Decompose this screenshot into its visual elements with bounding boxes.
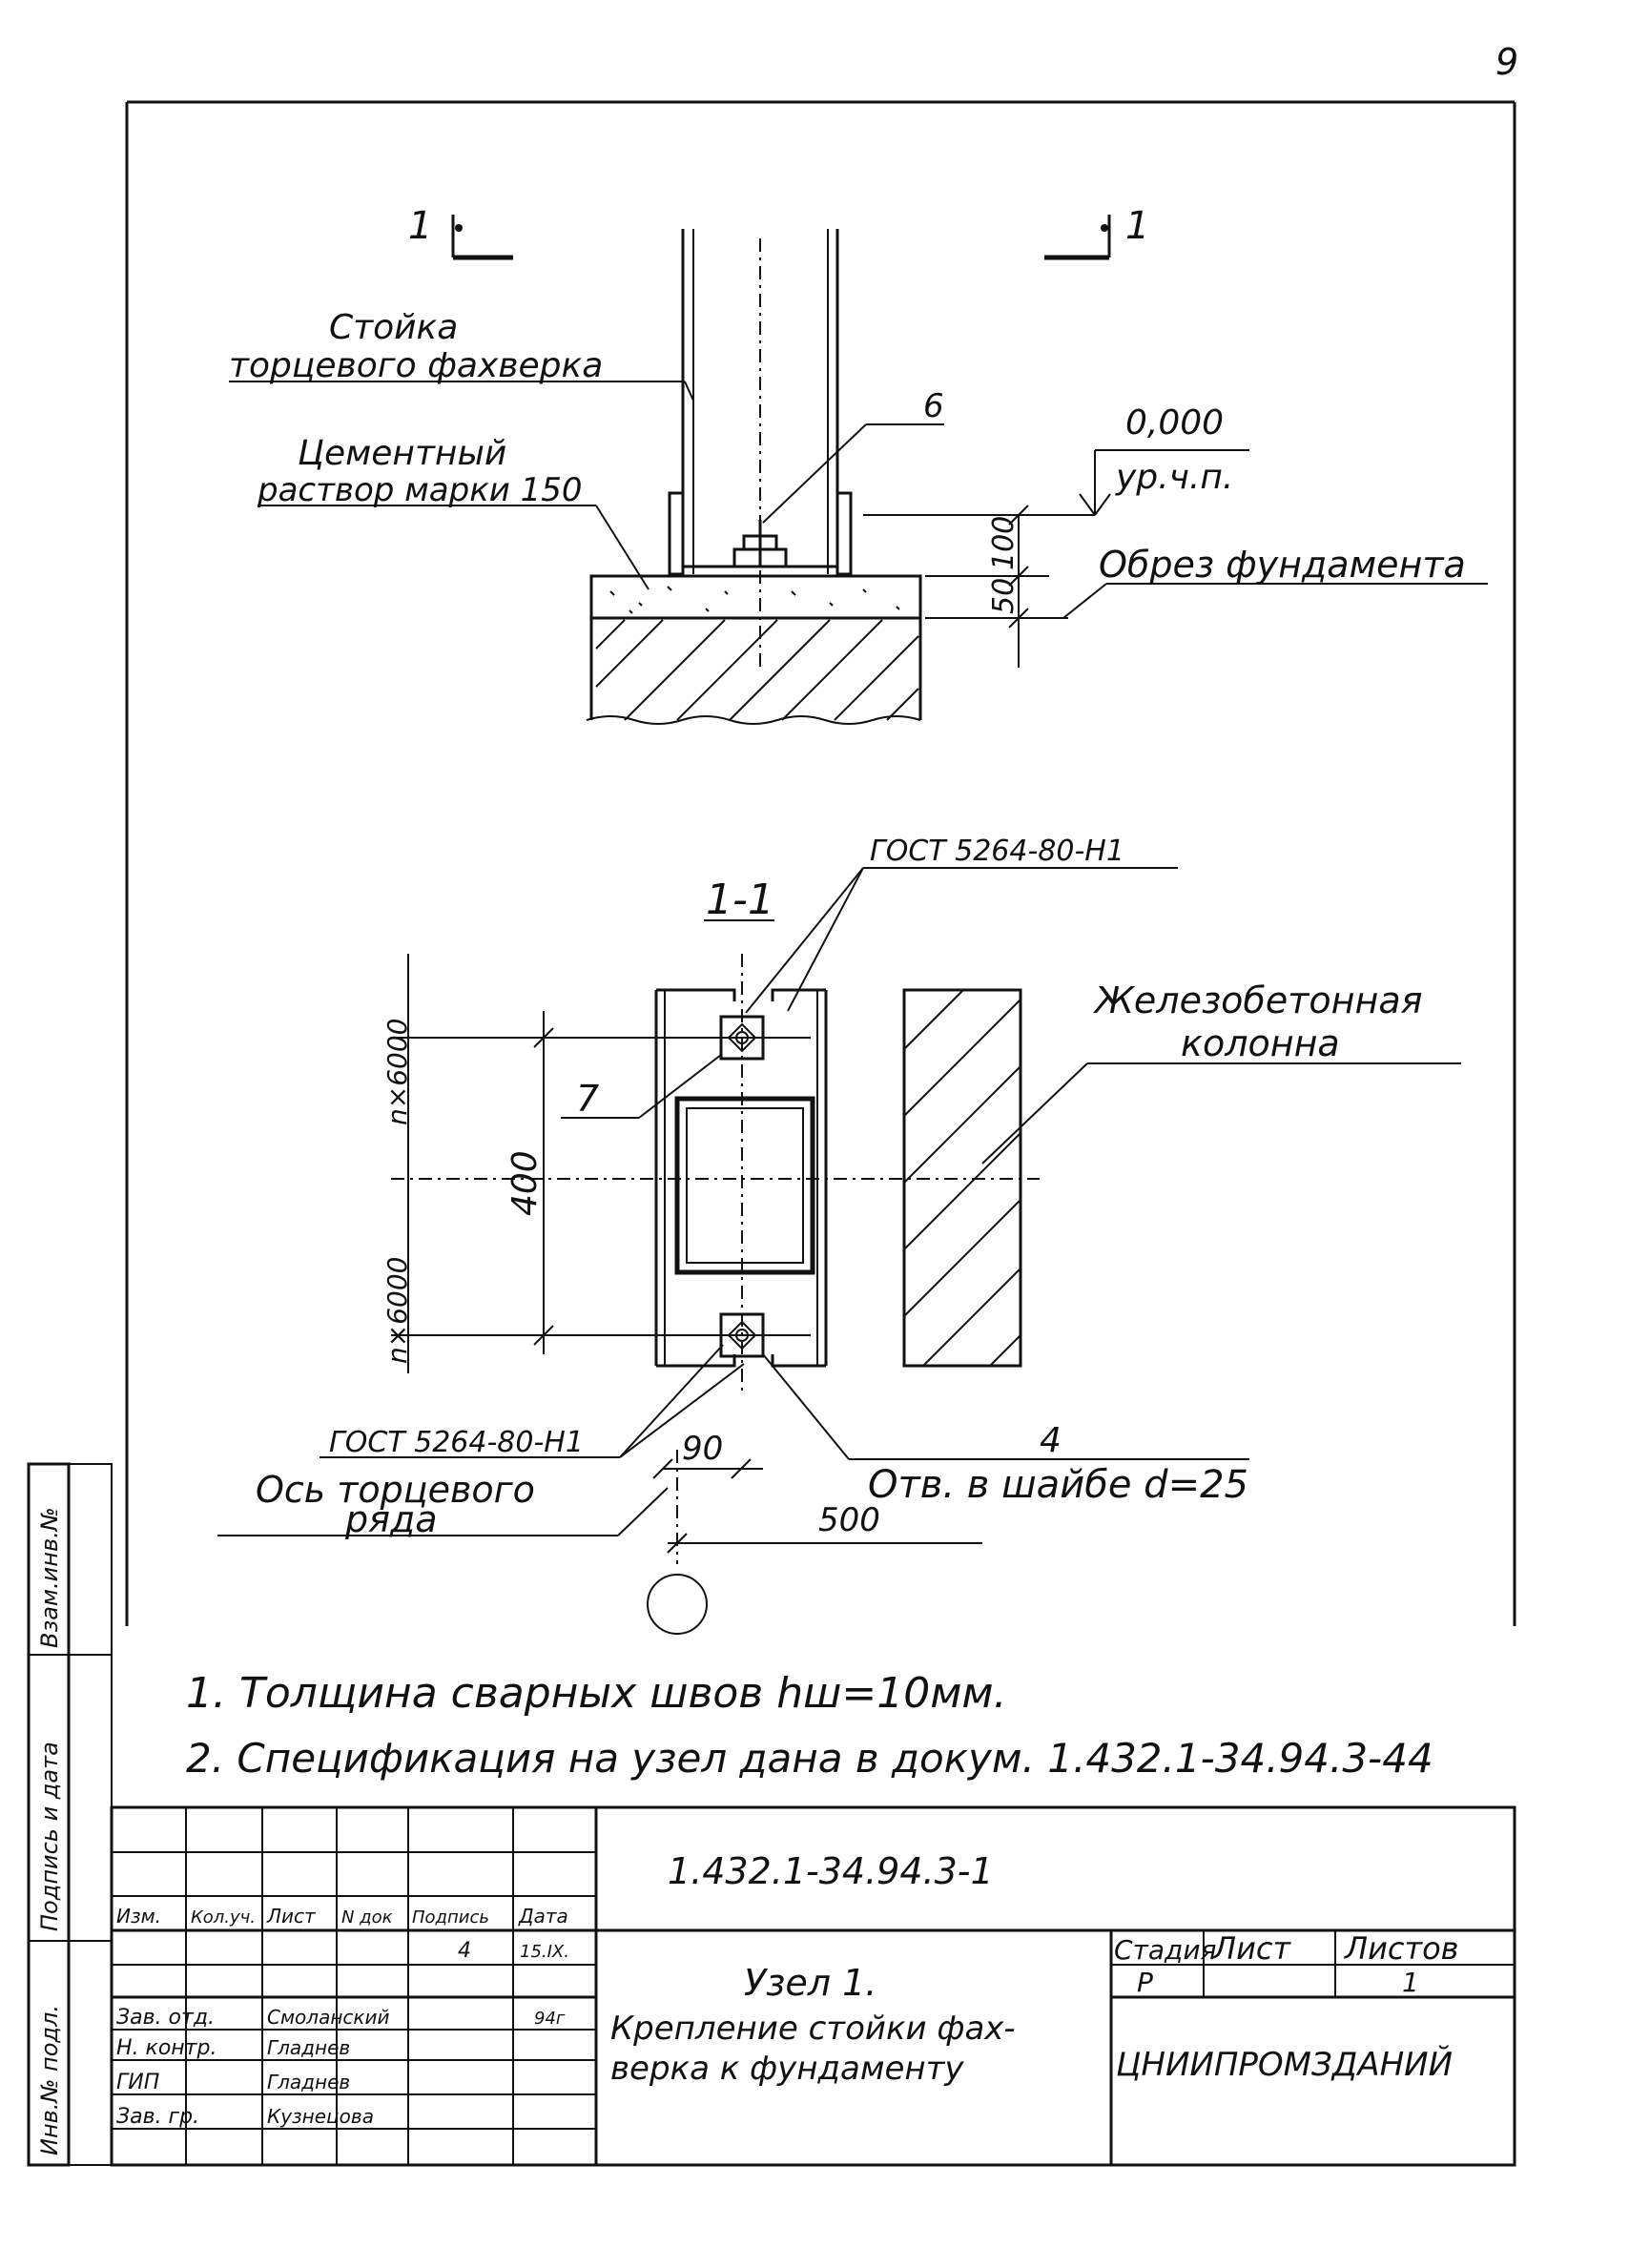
title-line-1: Узел 1. [744, 1962, 876, 2004]
dim-n6000-bottom: n×6000 [381, 1257, 413, 1364]
axis-bubble [647, 1574, 708, 1635]
cut-mark-right-label: 1 [1125, 204, 1149, 248]
foundation-edge-label: Обрез фундамента [1099, 544, 1466, 586]
cut-mark-left-label: 1 [408, 204, 432, 248]
hdr-podpis: Подпись [412, 1907, 489, 1928]
dim-500: 500 [818, 1501, 880, 1539]
axis-label-line1: Ось торцевого [256, 1469, 535, 1511]
callout-7: 7 [576, 1078, 599, 1120]
row-2-name: Гладнев [267, 2036, 350, 2059]
column-label-line2: колонна [1181, 1022, 1340, 1064]
stage-value: Р [1137, 1967, 1153, 1998]
org-name: ЦНИИПРОМЗДАНИЙ [1116, 2045, 1453, 2084]
row-1-name: Смоланский [267, 2006, 389, 2029]
sheets-header: Листов [1344, 1930, 1459, 1967]
axis-label-line2: ряда [344, 1498, 438, 1540]
dim-n6000-top: n×6000 [381, 1019, 413, 1125]
row-1-date: 94г [534, 2009, 566, 2029]
title-line-2: Крепление стойки фах- [610, 2010, 1016, 2048]
post-label-line1: Стойка [329, 308, 458, 347]
elevation-label: ур.ч.п. [1115, 458, 1233, 497]
dim-400: 400 [505, 1150, 545, 1216]
drawing-frame [125, 100, 1516, 1626]
dim-chain-400: 400 [505, 1011, 554, 1354]
doc-code: 1.432.1-34.94.3-1 [668, 1850, 994, 1892]
dim-100: 100 [987, 516, 1021, 570]
cut-mark-left: 1 [408, 204, 513, 260]
foundation-block [586, 616, 922, 725]
sig-mark-date: 15.IX. [520, 1942, 569, 1962]
title-block: 1.432.1-34.94.3-1 Изм. Кол.уч. Лист N до… [110, 1805, 1516, 2167]
elevation-mark: 0,000 ур.ч.п. [863, 403, 1249, 516]
hdr-ndok: N док [341, 1907, 393, 1928]
sheets-value: 1 [1402, 1967, 1419, 1998]
row-2-role: Н. контр. [116, 2036, 217, 2060]
section-title: 1-1 [706, 876, 774, 924]
gost-top: ГОСТ 5264-80-Н1 [870, 835, 1124, 868]
dim-50: 50 [987, 578, 1021, 614]
mortar-label-line2: раствор марки 150 [257, 471, 583, 509]
gost-bottom: ГОСТ 5264-80-Н1 [329, 1426, 584, 1459]
post-element [668, 229, 853, 668]
row-3-role: ГИП [116, 2071, 159, 2094]
hdr-data: Дата [518, 1905, 568, 1928]
vertical-dimensions: 100 50 [925, 505, 1068, 668]
title-line-3: верка к фундаменту [610, 2050, 964, 2088]
cut-mark-right: 1 [1044, 204, 1149, 260]
sig-mark-4: 4 [458, 1939, 471, 1963]
row-3-name: Гладнев [267, 2071, 350, 2093]
stamp-podpis: Подпись и дата [36, 1742, 63, 1931]
top-section-view: 1 1 [229, 204, 1488, 725]
hole-label: Отв. в шайбе d=25 [868, 1463, 1248, 1507]
side-stamp: Инв.№ подл. Подпись и дата Взам.инв.№ [27, 1462, 113, 2167]
hdr-izm: Изм. [116, 1905, 161, 1928]
section-1-1-view: 1-1 [217, 835, 1461, 1635]
sheet-header: Лист [1212, 1930, 1291, 1967]
row-4-role: Зав. гр. [116, 2105, 199, 2129]
post-label-line2: торцевого фахверка [229, 346, 603, 385]
note-2: 2. Спецификация на узел дана в докум. 1.… [186, 1735, 1433, 1782]
mortar-label-line1: Цементный [298, 434, 506, 473]
note-1: 1. Толщина сварных швов hш=10мм. [186, 1669, 1007, 1718]
row-4-name: Кузнецова [267, 2105, 374, 2128]
mortar-layer [589, 574, 922, 620]
hdr-koluch: Кол.уч. [191, 1907, 256, 1928]
stamp-vzam: Взам.инв.№ [36, 1507, 63, 1648]
elevation-value: 0,000 [1125, 403, 1224, 443]
row-1-role: Зав. отд. [116, 2006, 215, 2030]
column-label-line1: Железобетонная [1093, 979, 1422, 1021]
callout-6: 6 [923, 387, 944, 425]
stamp-inv-podl: Инв.№ подл. [36, 2005, 63, 2155]
page-number: 9 [1495, 41, 1518, 83]
hdr-list: Лист [266, 1905, 317, 1928]
stage-header: Стадия [1114, 1934, 1216, 1966]
dim-90: 90 [682, 1430, 723, 1468]
callout-4: 4 [1040, 1421, 1062, 1460]
